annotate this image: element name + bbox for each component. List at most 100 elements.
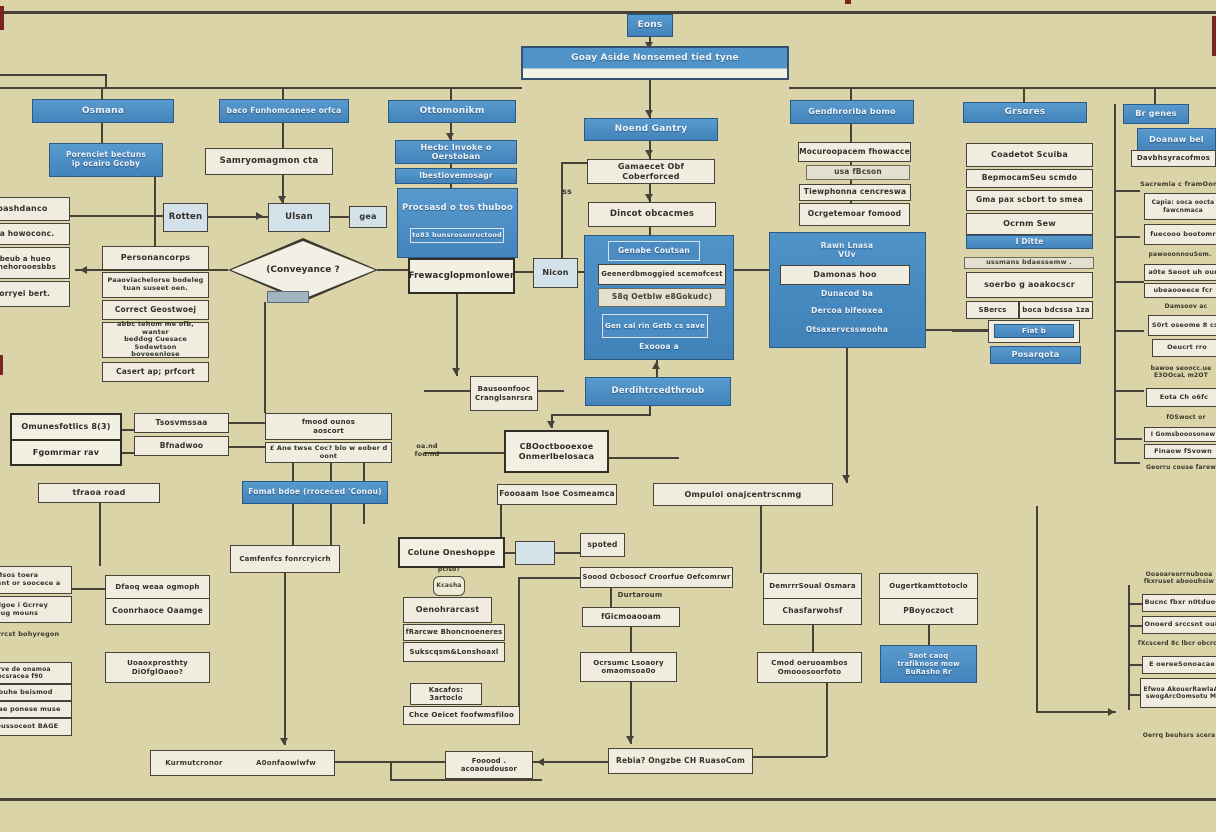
connector-line xyxy=(330,216,349,218)
connector-line xyxy=(1128,664,1142,666)
node-text: I Gomsbooosonew xyxy=(1150,430,1216,438)
node-text: spoted xyxy=(587,539,618,549)
ocrnm-sew: Ocrnm Sew xyxy=(966,213,1093,235)
kacafos: Kacafos: 3artoclo xyxy=(410,683,482,705)
node-text: tuan suseet oen. xyxy=(123,284,188,292)
ulsan: Ulsan xyxy=(268,203,330,232)
node-text: Osmana xyxy=(81,105,125,116)
ompuloi: Ompuloi onajcentrscnmg xyxy=(653,483,833,506)
node-text: Gamaecet Obf Coberforced xyxy=(617,162,685,181)
arrowhead-d xyxy=(446,133,454,144)
processed-inner: to83 bunsrosenructood xyxy=(410,228,504,243)
truck-blob xyxy=(267,291,309,303)
node-text: oa.nd xyxy=(416,442,438,451)
node-text: a0te Seoot uh our xyxy=(1148,267,1216,276)
connector-line xyxy=(928,625,930,645)
posarqota: Posarqota xyxy=(990,346,1081,364)
node-text: Doanaw bel xyxy=(1149,135,1204,145)
node-text: Ocrsumc Lsoaory xyxy=(593,658,664,667)
right-panel-label: pawooonnouSom. xyxy=(1138,249,1216,260)
node-text: ussmans bdaessemw . xyxy=(986,258,1072,267)
right-panel-row: Oeucrt rro xyxy=(1152,339,1216,357)
node-text: CBOoctbooexoe xyxy=(519,442,594,452)
node-text: Frewacglopmonlower xyxy=(408,270,515,281)
node-text: Durtaroum xyxy=(617,591,663,600)
node-text: VUv xyxy=(838,250,856,259)
node-text: S0rt oseome 8 cs xyxy=(1151,320,1216,329)
connector-line xyxy=(649,37,651,46)
node-text: A0onfaowlwfw xyxy=(256,758,316,767)
node-text: Mocuroopacem fhowacce xyxy=(799,146,910,156)
node-text: Fooood . xyxy=(471,756,507,765)
node-text: Ibestiovemosagr xyxy=(419,170,493,180)
right-panel-row: fuecooo bootomr xyxy=(1144,224,1216,245)
arrowhead-d xyxy=(547,421,555,432)
sukscqsm: Sukscqsm&Lonshoaxl xyxy=(403,642,505,662)
camfenfcs: Camfenfcs fonrcryicrh xyxy=(230,545,340,573)
farleft-row: codtreae ponese muse xyxy=(0,701,72,718)
mocuroopacem: Mocuroopacem fhowacce xyxy=(798,142,911,162)
right-panel-label: Sacremia c framOom xyxy=(1138,178,1216,191)
node-text: Eota Ch o6fc xyxy=(1159,392,1209,401)
node-text: Grsores xyxy=(1004,107,1046,118)
connector-line xyxy=(1036,506,1038,712)
fiat: Fiat b xyxy=(994,324,1074,338)
connector-line xyxy=(208,216,268,218)
node-text: Br genes xyxy=(1135,109,1177,119)
node-text: Soood Ocbosocf Croorfue Oefcomrwr xyxy=(582,573,731,582)
bottomright-label: fXcscerd 8c lbcr obcrcr xyxy=(1136,638,1216,649)
node-text: Posarqota xyxy=(1011,350,1060,360)
bottomright-row: Bucnc fbxr n0tduoc xyxy=(1142,594,1216,612)
node-text: Kacafos: 3artoclo xyxy=(428,685,464,702)
kcasha-label: pclso? xyxy=(430,566,468,574)
node-text: Onmerlbelosaca xyxy=(518,451,595,461)
connector-line xyxy=(1114,390,1144,392)
connector-line xyxy=(450,123,452,140)
node-text: Exoooa a xyxy=(639,341,679,351)
farleft-row: ferm bussoceot BAGE xyxy=(0,718,72,736)
connector-line xyxy=(377,269,408,271)
connector-line xyxy=(846,348,848,483)
node-text: abbc tehom me ofb, wanter xyxy=(117,319,194,336)
node-text: Ompuloi onajcentrscnmg xyxy=(684,489,802,499)
node-text: Tsosvmssaa xyxy=(155,417,208,427)
connector-line xyxy=(760,506,762,573)
node-text: Geenerdbmoggied scemofcest xyxy=(601,270,723,279)
right-panel-label: Georru couse farew xyxy=(1140,462,1216,473)
commes-1: Omunesfotlics 8(3) xyxy=(10,413,122,441)
sbercs: SBercs xyxy=(966,301,1019,319)
ougert-1: Ougertkamttotoclo xyxy=(879,573,978,600)
personalizer-label: Kurmutcronor xyxy=(158,757,230,769)
node-text: Bucnc fbxr n0tduoc xyxy=(1144,598,1216,607)
right-panel-row: S0rt oseome 8 cs xyxy=(1148,315,1216,336)
connector-line xyxy=(533,761,608,763)
banner: Goay Aside Nonsemed tied tyne xyxy=(521,46,789,80)
node-text: Gma pax scbort to smea xyxy=(975,195,1084,205)
node-text: bovoeenlose xyxy=(131,350,180,359)
node-text: fou.nd xyxy=(414,450,440,458)
proceed: Fooood .acoaoudousor xyxy=(445,751,533,779)
ougert-2: PBoyoczoct xyxy=(879,598,978,625)
commes-2: Fgomrmar rav xyxy=(10,439,122,466)
node-text: Ooaoareorrnubooa xyxy=(1145,570,1213,578)
base-performance: baco Funhomcanese orfca xyxy=(219,99,349,123)
bfnadwoo: Bfnadwoo xyxy=(134,436,229,456)
arrowhead-r xyxy=(256,212,267,220)
node-text: Fiat b xyxy=(1022,326,1046,335)
usa-fbcson: usa fBcson xyxy=(806,165,910,180)
colune: Colune Oneshoppe xyxy=(398,537,505,568)
connector-line xyxy=(630,627,632,652)
coadetot: Coadetot Scuiba xyxy=(966,143,1093,167)
oenohrarcast: Oenohrarcast xyxy=(403,597,492,623)
arrowhead-d xyxy=(452,368,460,379)
ibestiovemosagr: Ibestiovemosagr xyxy=(395,168,517,184)
connector-line xyxy=(70,215,163,217)
node-text: Georru couse farew xyxy=(1146,463,1216,471)
casert: Casert ap; prfcort xyxy=(102,362,209,382)
nicon: Nicon xyxy=(533,258,578,288)
